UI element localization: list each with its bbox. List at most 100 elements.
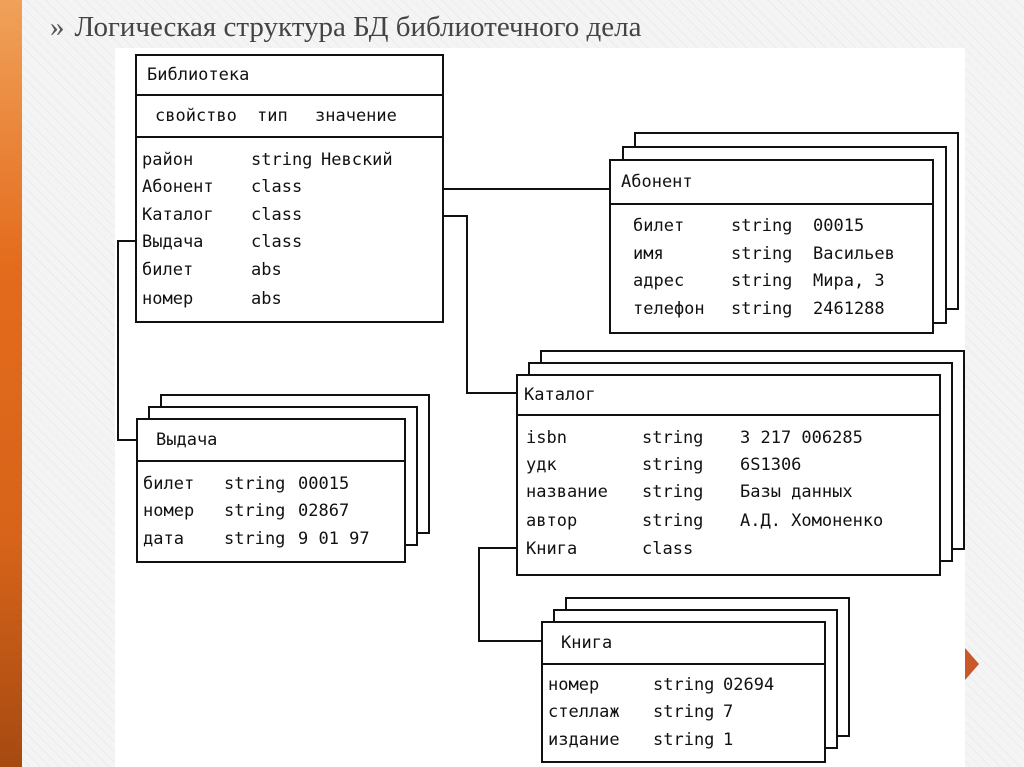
library-header-type: тип: [257, 106, 288, 126]
catalog-row-property: удк: [526, 455, 557, 475]
catalog-row-type: string: [642, 428, 704, 448]
catalog-row-property: Книга: [526, 539, 578, 559]
library-row: Выдача class: [137, 228, 442, 256]
issue-row-property: билет: [143, 474, 195, 494]
library-header-value: значение: [315, 106, 397, 126]
library-row-property: билет: [142, 260, 194, 280]
issue-row-type: string: [224, 529, 286, 549]
catalog-row-type: string: [642, 455, 704, 475]
library-row-value: Невский: [321, 150, 393, 170]
connector-catalog-book: [478, 547, 541, 642]
subscriber-row-property: адрес: [633, 271, 685, 291]
library-row: район string Невский: [137, 146, 442, 174]
subscriber-row-property: телефон: [633, 299, 705, 319]
connector-library-catalog: [443, 215, 516, 394]
book-row-type: string: [653, 730, 715, 750]
issue-row: дата string 9 01 97: [138, 525, 404, 553]
library-row: номер abs: [137, 285, 442, 313]
book-row-type: string: [653, 702, 715, 722]
library-column-headers: свойство тип значение: [137, 96, 442, 138]
subscriber-row-type: string: [731, 244, 793, 264]
library-row-property: район: [142, 150, 194, 170]
subscriber-title: Абонент: [611, 161, 932, 205]
book-row: номер string 02694: [543, 671, 824, 699]
subscriber-row-value: Мира, 3: [813, 271, 885, 291]
library-row: билет abs: [137, 256, 442, 284]
book-row: издание string 1: [543, 726, 824, 754]
subscriber-row-value: 2461288: [813, 299, 885, 319]
catalog-row-value: Базы данных: [740, 482, 853, 502]
slide-title-text: Логическая структура БД библиотечного де…: [74, 11, 642, 43]
next-slide-arrow-icon[interactable]: [965, 648, 979, 680]
subscriber-row-property: билет: [633, 216, 685, 236]
catalog-title: Каталог: [518, 376, 939, 416]
catalog-row-type: class: [642, 539, 694, 559]
subscriber-row: адрес string Мира, 3: [611, 267, 932, 295]
book-box: Книга номер string 02694 стеллаж string …: [541, 621, 826, 763]
library-row-property: Каталог: [142, 205, 214, 225]
issue-row-property: дата: [143, 529, 184, 549]
catalog-row-value: 3 217 006285: [740, 428, 863, 448]
library-row-type: abs: [251, 260, 282, 280]
subscriber-row-type: string: [731, 271, 793, 291]
subscriber-row: билет string 00015: [611, 212, 932, 240]
book-row-value: 7: [723, 702, 734, 722]
library-row-type: class: [251, 177, 303, 197]
library-title: Библиотека: [137, 56, 442, 96]
library-row-property: номер: [142, 289, 194, 309]
library-box: Библиотека свойство тип значение район s…: [135, 54, 444, 323]
subscriber-row-value: Васильев: [813, 244, 895, 264]
book-title: Книга: [543, 623, 824, 665]
library-row-type: class: [251, 232, 303, 252]
catalog-row-type: string: [642, 511, 704, 531]
catalog-row-property: автор: [526, 511, 578, 531]
catalog-row-property: название: [526, 482, 608, 502]
catalog-row: удк string 6S1306: [518, 451, 939, 479]
slide-title: » Логическая структура БД библиотечного д…: [50, 6, 641, 48]
library-row-type: abs: [251, 289, 282, 309]
subscriber-row-value: 00015: [813, 216, 865, 236]
issue-row-type: string: [224, 474, 286, 494]
issue-row-value: 9 01 97: [298, 529, 370, 549]
book-row: стеллаж string 7: [543, 698, 824, 726]
book-row-property: номер: [548, 675, 600, 695]
book-row-value: 1: [723, 730, 734, 750]
subscriber-row-type: string: [731, 299, 793, 319]
catalog-box: Каталог isbn string 3 217 006285 удк str…: [516, 374, 941, 576]
library-row-property: Выдача: [142, 232, 204, 252]
library-row-type: class: [251, 205, 303, 225]
connector-library-issue: [117, 240, 136, 441]
catalog-row-value: 6S1306: [740, 455, 802, 475]
book-row-property: стеллаж: [548, 702, 620, 722]
library-row: Каталог class: [137, 201, 442, 229]
catalog-row: автор string А.Д. Хомоненко: [518, 507, 939, 535]
book-row-value: 02694: [723, 675, 775, 695]
issue-row: номер string 02867: [138, 497, 404, 525]
issue-row: билет string 00015: [138, 470, 404, 498]
issue-title: Выдача: [138, 420, 404, 462]
issue-row-type: string: [224, 501, 286, 521]
catalog-row-property: isbn: [526, 428, 567, 448]
subscriber-row: имя string Васильев: [611, 240, 932, 268]
issue-box: Выдача билет string 00015 номер string 0…: [136, 418, 406, 563]
title-bullet: »: [50, 11, 65, 43]
subscriber-box: Абонент билет string 00015 имя string Ва…: [609, 159, 934, 334]
library-row-property: Абонент: [142, 177, 214, 197]
subscriber-row-type: string: [731, 216, 793, 236]
issue-row-property: номер: [143, 501, 195, 521]
issue-row-value: 02867: [298, 501, 350, 521]
library-row-type: string: [251, 150, 313, 170]
issue-row-value: 00015: [298, 474, 350, 494]
subscriber-row: телефон string 2461288: [611, 295, 932, 323]
catalog-row-value: А.Д. Хомоненко: [740, 511, 884, 531]
catalog-row: isbn string 3 217 006285: [518, 424, 939, 452]
accent-bar: [0, 0, 22, 767]
catalog-row: Книга class: [518, 535, 939, 563]
book-row-type: string: [653, 675, 715, 695]
catalog-row: название string Базы данных: [518, 478, 939, 506]
subscriber-row-property: имя: [633, 244, 664, 264]
library-row: Абонент class: [137, 173, 442, 201]
book-row-property: издание: [548, 730, 620, 750]
library-header-property: свойство: [155, 106, 237, 126]
catalog-row-type: string: [642, 482, 704, 502]
